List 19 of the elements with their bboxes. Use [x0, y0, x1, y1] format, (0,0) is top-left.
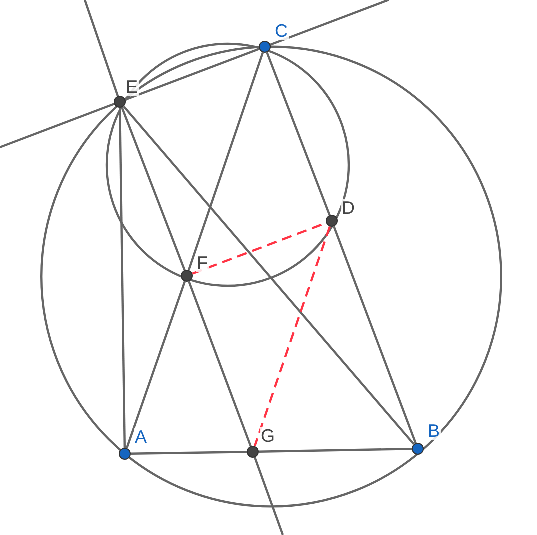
point-label: G	[260, 427, 276, 445]
line-segment	[126, 281, 186, 449]
line-segment	[130, 451, 248, 455]
line-segment	[125, 48, 260, 101]
point-label: B	[427, 422, 442, 440]
dashed-segment	[254, 226, 332, 447]
line-segment	[123, 106, 415, 446]
line-segment	[188, 52, 264, 271]
line-segment	[121, 107, 186, 271]
line-segment	[188, 281, 252, 447]
point-label: D	[341, 199, 356, 217]
point-label: F	[196, 254, 209, 272]
line-segment	[258, 448, 412, 453]
line-segment	[266, 52, 331, 216]
point-label: C	[274, 22, 289, 40]
point-label: E	[125, 78, 140, 96]
line-segment	[333, 226, 417, 444]
line-segment	[118, 108, 126, 448]
point-label: A	[134, 428, 148, 446]
